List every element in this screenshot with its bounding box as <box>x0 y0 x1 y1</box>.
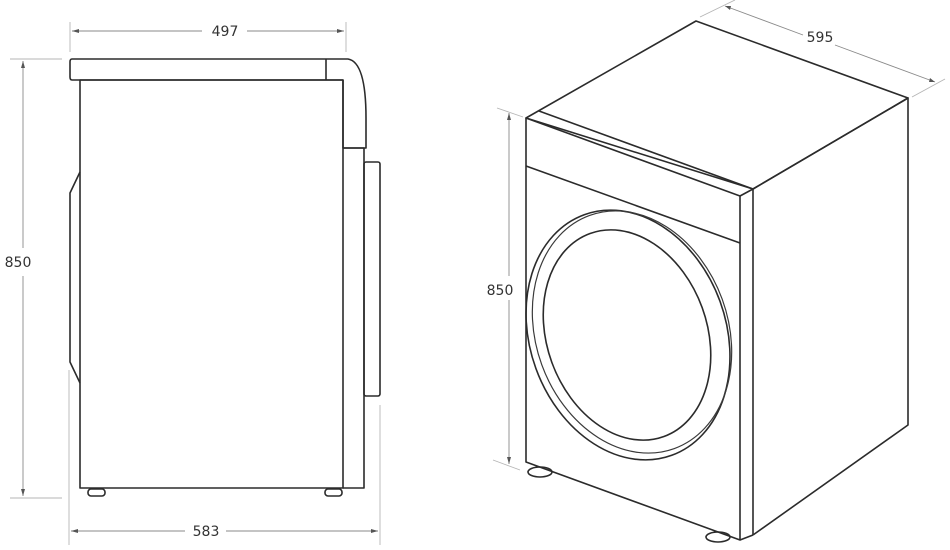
right-side-face <box>752 97 909 536</box>
cabinet-body <box>79 79 344 489</box>
dimension-width: 595 <box>699 0 946 98</box>
door-porthole <box>525 209 733 461</box>
door-side <box>363 161 381 397</box>
top-panel <box>69 58 367 149</box>
dimension-label-497: 497 <box>212 24 239 40</box>
front-panel <box>343 147 365 489</box>
dimension-depth-top: 497 <box>69 22 347 52</box>
foot-rear <box>87 488 106 497</box>
control-panel-line <box>525 165 741 244</box>
top-face <box>525 20 909 190</box>
isometric-view: 595 850 <box>487 0 946 543</box>
dimension-label-850-side: 850 <box>5 255 32 271</box>
dimension-height-side: 850 <box>2 58 62 499</box>
dimension-depth-total: 583 <box>68 370 381 545</box>
dimension-label-595: 595 <box>807 30 834 46</box>
dimension-height-iso: 850 <box>487 107 524 471</box>
side-view: 497 850 <box>2 22 381 545</box>
foot-right <box>705 531 731 543</box>
dimension-label-583: 583 <box>193 524 220 540</box>
rear-bulge <box>69 171 81 384</box>
dimension-label-850-iso: 850 <box>487 283 514 299</box>
foot-left <box>527 466 553 478</box>
foot-front <box>324 488 343 497</box>
